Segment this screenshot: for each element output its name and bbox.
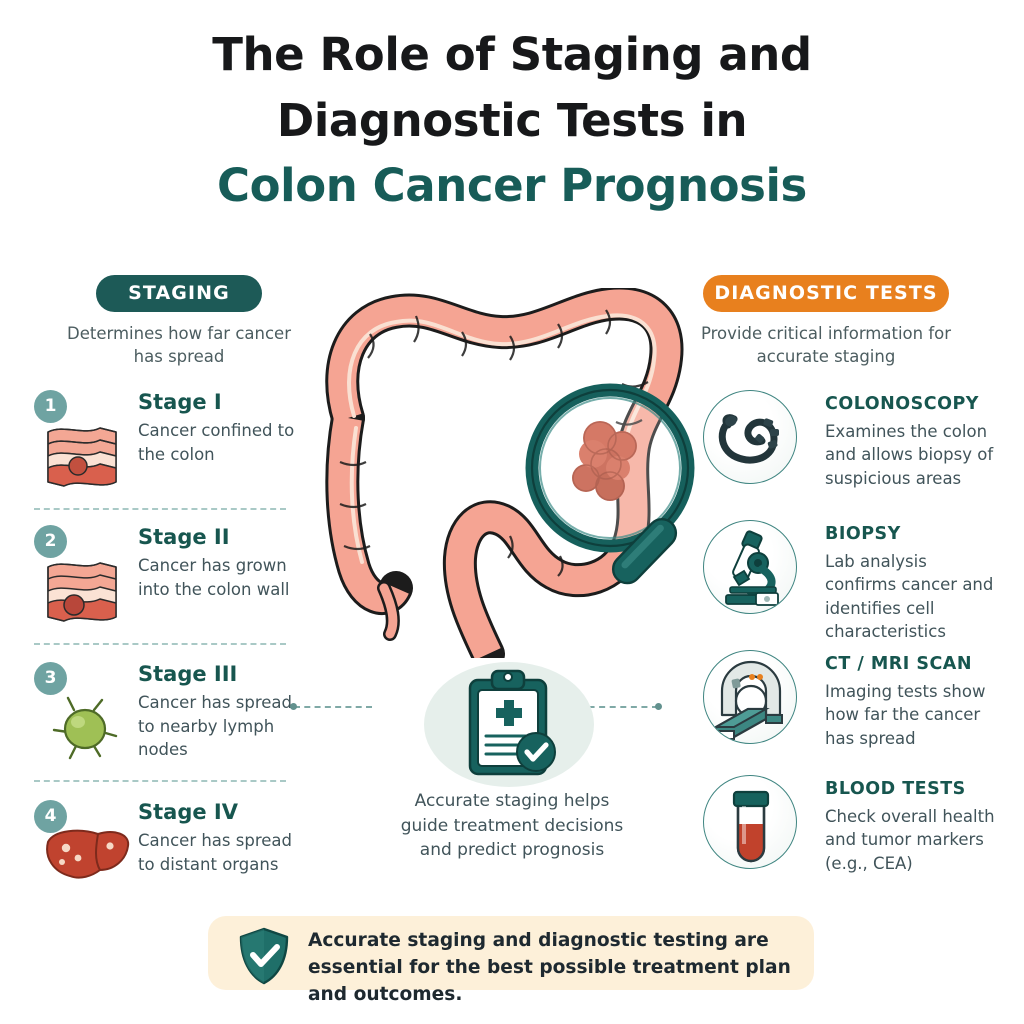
stage-text-block: Stage IV Cancer has spread to distant or…: [138, 800, 306, 876]
test-text-block: BIOPSY Lab analysis confirms cancer and …: [825, 524, 1003, 644]
test-title: CT / MRI SCAN: [825, 654, 972, 674]
stage-description: Cancer confined to the colon: [138, 421, 295, 464]
test-text-block: COLONOSCOPY Examines the colon and allow…: [825, 394, 1003, 490]
diagnostics-section-pill: DIAGNOSTIC TESTS: [703, 275, 949, 312]
stage-text-block: Stage II Cancer has grown into the colon…: [138, 525, 306, 601]
test-title: BIOPSY: [825, 524, 901, 544]
title-line-2: Diagnostic Tests in: [276, 93, 748, 147]
colon-with-magnifier-tumor-illustration: [310, 286, 710, 671]
test-description: Examines the colon and allows biopsy of …: [825, 422, 994, 488]
page-title: The Role of Staging and Diagnostic Tests…: [0, 22, 1024, 219]
connector-left-dot: [290, 703, 297, 710]
microscope-icon: [703, 520, 797, 614]
colon-wall-tissue-icon: [38, 420, 126, 492]
stage-text-block: Stage III Cancer has spread to nearby ly…: [138, 662, 306, 761]
stage-divider: [34, 643, 286, 645]
test-title: COLONOSCOPY: [825, 394, 979, 414]
title-line-1: The Role of Staging and: [212, 28, 812, 81]
stage-description: Cancer has spread to nearby lymph nodes: [138, 693, 292, 760]
test-title: BLOOD TESTS: [825, 779, 966, 799]
stage-description: Cancer has spread to distant organs: [138, 831, 292, 874]
test-description: Imaging tests show how far the cancer ha…: [825, 682, 986, 748]
test-text-block: CT / MRI SCAN Imaging tests show how far…: [825, 654, 1003, 750]
tumor-mass: [572, 421, 637, 501]
bottom-banner: Accurate staging and diagnostic testing …: [208, 916, 814, 1005]
clipboard-checklist-icon: [454, 666, 566, 784]
connector-right-dot: [655, 703, 662, 710]
stage-divider: [34, 508, 286, 510]
ct-scanner-icon: [703, 650, 797, 744]
colonoscope-icon: [703, 390, 797, 484]
magnifier: [525, 383, 695, 585]
stage-number-badge: 3: [34, 662, 67, 695]
banner-text: Accurate staging and diagnostic testing …: [308, 930, 791, 1005]
stage-number-badge: 4: [34, 800, 67, 833]
test-description: Lab analysis confirms cancer and identif…: [825, 552, 994, 642]
stage-title: Stage III: [138, 662, 238, 686]
connector-left: [294, 706, 372, 708]
colon-wall-tissue-icon: [38, 555, 126, 627]
stage-divider: [34, 780, 286, 782]
stage-title: Stage II: [138, 525, 230, 549]
blood-test-tube-icon: [703, 775, 797, 869]
liver-icon: [40, 826, 130, 898]
stage-title: Stage I: [138, 390, 222, 414]
stage-number-badge: 1: [34, 390, 67, 423]
stage-text-block: Stage I Cancer confined to the colon: [138, 390, 306, 466]
title-line-3: Colon Cancer Prognosis: [217, 159, 807, 213]
staging-section-pill: STAGING: [96, 275, 262, 312]
diagnostics-subtitle: Provide critical information for accurat…: [700, 324, 952, 367]
test-description: Check overall health and tumor markers (…: [825, 807, 995, 873]
stage-description: Cancer has grown into the colon wall: [138, 556, 290, 599]
connector-right: [578, 706, 658, 708]
test-text-block: BLOOD TESTS Check overall health and tum…: [825, 779, 1003, 875]
shield-check-icon: [236, 926, 292, 986]
lymph-node-icon: [46, 692, 134, 764]
stage-title: Stage IV: [138, 800, 238, 824]
stage-number-badge: 2: [34, 525, 67, 558]
center-caption: Accurate staging helps guide treatment d…: [400, 791, 624, 861]
staging-subtitle: Determines how far cancer has spread: [67, 324, 291, 367]
